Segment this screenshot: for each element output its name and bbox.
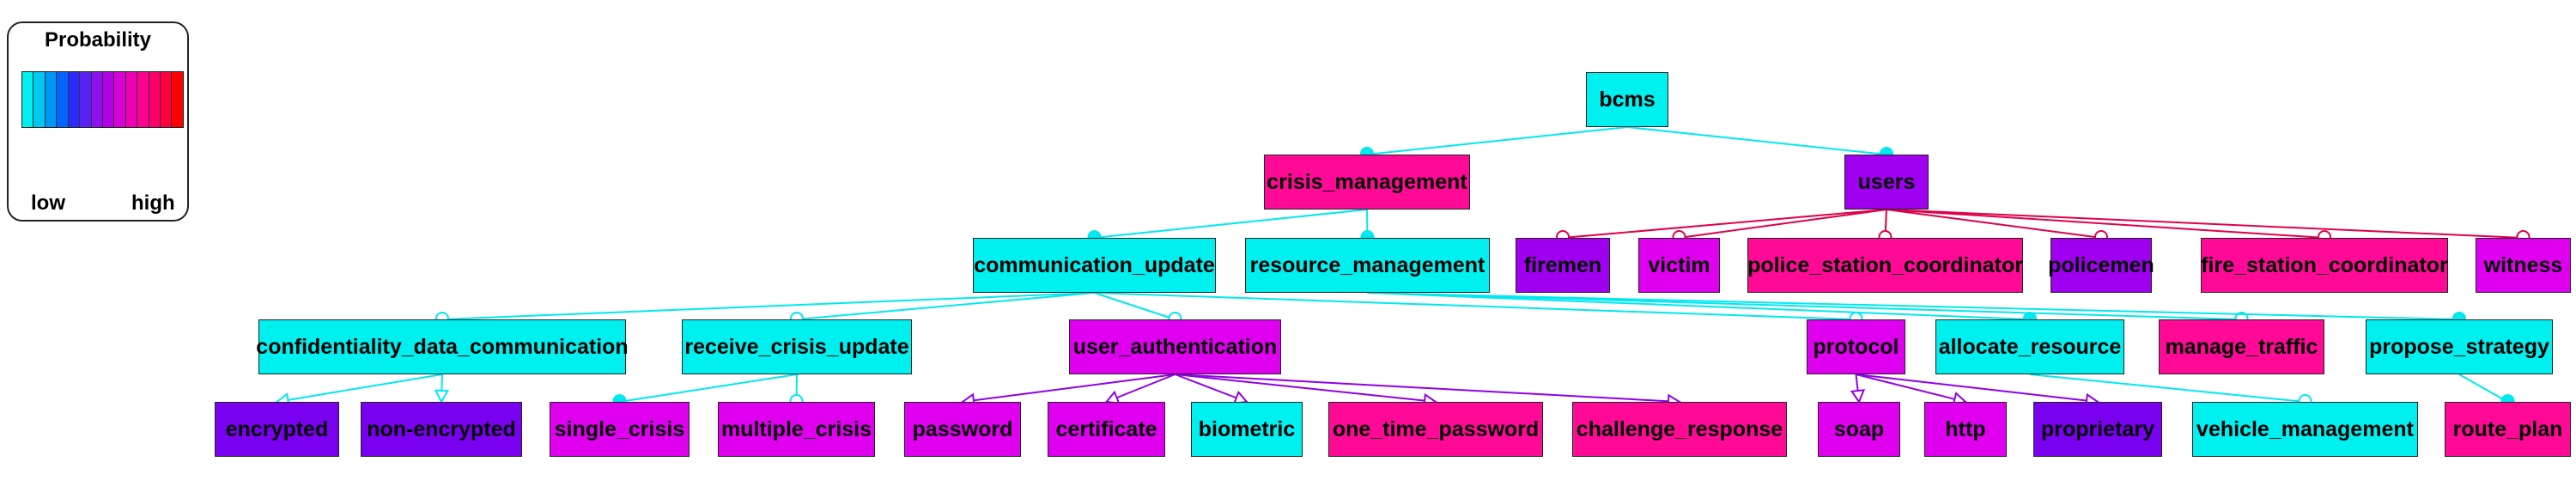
feature-node-soap: soap bbox=[1818, 402, 1900, 457]
edge-resource_management-to-allocate_resource bbox=[1367, 292, 2031, 320]
edge-crisis_management-to-communication_update bbox=[1094, 209, 1368, 239]
edge-user_authentication-to-certificate bbox=[1106, 374, 1176, 403]
probability-legend: Probability low high bbox=[7, 21, 189, 222]
legend-swatch bbox=[22, 72, 34, 127]
legend-high-label: high bbox=[131, 191, 175, 215]
edge-resource_management-to-manage_traffic bbox=[1367, 292, 2242, 320]
legend-swatch bbox=[45, 72, 58, 127]
feature-node-victim: victim bbox=[1638, 238, 1720, 293]
edge-bcms-to-users bbox=[1626, 126, 1887, 155]
legend-color-scale bbox=[21, 71, 184, 128]
legend-swatch bbox=[57, 72, 69, 127]
edge-users-to-policemen bbox=[1886, 209, 2102, 239]
legend-title: Probability bbox=[44, 28, 152, 52]
feature-node-multiple_crisis: multiple_crisis bbox=[718, 402, 875, 457]
feature-node-policemen: policemen bbox=[2048, 238, 2154, 293]
legend-swatch bbox=[137, 72, 149, 127]
feature-node-single_crisis: single_crisis bbox=[550, 402, 690, 457]
legend-swatch bbox=[149, 72, 161, 127]
feature-node-password: password bbox=[904, 402, 1021, 457]
edge-communication_update-to-user_authentication bbox=[1094, 292, 1176, 320]
legend-low-label: low bbox=[31, 191, 65, 215]
feature-node-non-encrypted: non-encrypted bbox=[361, 402, 522, 457]
edge-user_authentication-to-challenge_response bbox=[1175, 374, 1680, 403]
edge-user_authentication-to-one_time_password bbox=[1175, 374, 1437, 403]
edge-communication_update-to-confidentiality_data_communication bbox=[441, 292, 1095, 320]
edge-communication_update-to-receive_crisis_update bbox=[796, 292, 1095, 320]
feature-node-certificate: certificate bbox=[1048, 402, 1165, 457]
feature-node-confidentiality_data_communication: confidentiality_data_communication bbox=[256, 319, 629, 374]
legend-swatch bbox=[114, 72, 126, 127]
edge-user_authentication-to-password bbox=[962, 374, 1176, 403]
edge-users-to-fire_station_coordinator bbox=[1886, 209, 2325, 239]
edge-users-to-firemen bbox=[1562, 209, 1887, 239]
legend-swatch bbox=[68, 72, 81, 127]
edge-confidentiality_data_communication-to-encrypted bbox=[276, 374, 443, 403]
edge-user_authentication-to-biometric bbox=[1175, 374, 1248, 403]
legend-swatch bbox=[102, 72, 115, 127]
legend-swatch bbox=[33, 72, 46, 127]
edge-protocol-to-http bbox=[1856, 374, 1966, 403]
legend-swatch bbox=[172, 72, 183, 127]
legend-swatch bbox=[161, 72, 173, 127]
feature-node-resource_management: resource_management bbox=[1245, 238, 1490, 293]
feature-node-users: users bbox=[1844, 155, 1929, 210]
feature-node-firemen: firemen bbox=[1516, 238, 1610, 293]
feature-node-fire_station_coordinator: fire_station_coordinator bbox=[2201, 238, 2448, 293]
feature-node-route_plan: route_plan bbox=[2445, 402, 2571, 457]
alternative-marker bbox=[1850, 389, 1866, 404]
feature-node-police_station_coordinator: police_station_coordinator bbox=[1747, 238, 2023, 293]
feature-node-vehicle_management: vehicle_management bbox=[2192, 402, 2418, 457]
edge-protocol-to-proprietary bbox=[1856, 374, 2099, 403]
legend-swatch bbox=[91, 72, 103, 127]
feature-node-protocol: protocol bbox=[1807, 319, 1905, 374]
feature-node-user_authentication: user_authentication bbox=[1069, 319, 1281, 374]
edge-users-to-witness bbox=[1886, 209, 2524, 239]
feature-node-communication_update: communication_update bbox=[973, 238, 1216, 293]
legend-swatch bbox=[80, 72, 92, 127]
feature-node-one_time_password: one_time_password bbox=[1328, 402, 1543, 457]
feature-node-bcms: bcms bbox=[1586, 72, 1668, 127]
edge-communication_update-to-protocol bbox=[1094, 292, 1856, 320]
feature-node-biometric: biometric bbox=[1191, 402, 1303, 457]
alternative-marker bbox=[434, 389, 450, 404]
feature-node-challenge_response: challenge_response bbox=[1572, 402, 1787, 457]
feature-node-allocate_resource: allocate_resource bbox=[1935, 319, 2124, 374]
edge-allocate_resource-to-vehicle_management bbox=[2029, 374, 2306, 403]
edge-receive_crisis_update-to-single_crisis bbox=[619, 374, 798, 403]
feature-node-proprietary: proprietary bbox=[2033, 402, 2162, 457]
edge-bcms-to-crisis_management bbox=[1366, 126, 1628, 155]
feature-node-receive_crisis_update: receive_crisis_update bbox=[682, 319, 912, 374]
feature-node-witness: witness bbox=[2476, 238, 2571, 293]
feature-node-encrypted: encrypted bbox=[215, 402, 339, 457]
feature-node-propose_strategy: propose_strategy bbox=[2366, 319, 2553, 374]
feature-node-http: http bbox=[1924, 402, 2007, 457]
edge-resource_management-to-propose_strategy bbox=[1367, 292, 2460, 320]
edge-propose_strategy-to-route_plan bbox=[2458, 374, 2508, 403]
legend-swatch bbox=[125, 72, 138, 127]
feature-node-crisis_management: crisis_management bbox=[1264, 155, 1470, 210]
edge-users-to-victim bbox=[1679, 209, 1887, 239]
feature-node-manage_traffic: manage_traffic bbox=[2159, 319, 2324, 374]
